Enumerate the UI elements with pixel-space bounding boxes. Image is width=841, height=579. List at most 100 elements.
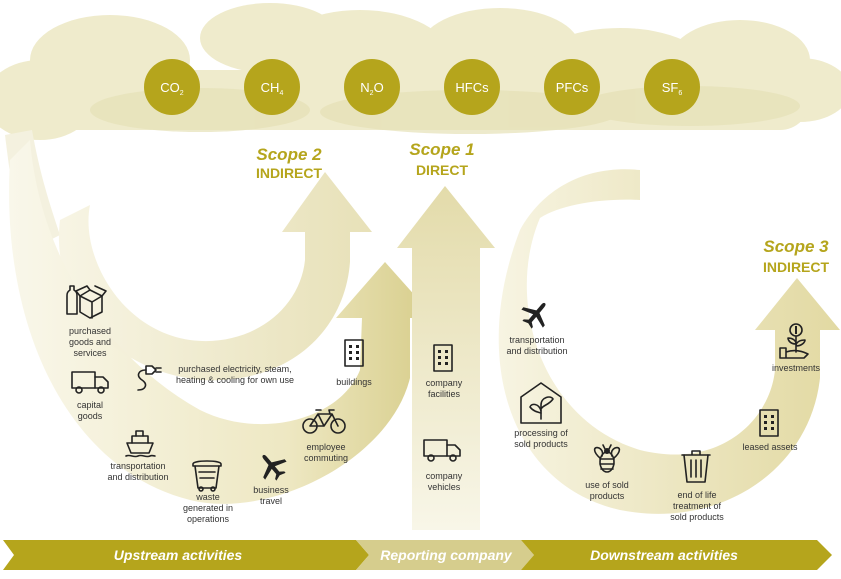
truck-icon — [71, 371, 109, 394]
gas-circle-bg — [444, 59, 500, 115]
scope1-subtitle: DIRECT — [416, 162, 469, 178]
band-downstream — [521, 540, 832, 570]
svg-text:use of sold: use of sold — [585, 480, 629, 490]
gas-label: SF6 — [662, 80, 683, 97]
label-company-facilities: company facilities — [426, 378, 463, 399]
gas-label: PFCs — [556, 80, 589, 95]
bee-icon — [593, 444, 621, 473]
band-upstream — [3, 540, 369, 570]
gas-circle: N2O — [344, 59, 400, 115]
svg-text:treatment of: treatment of — [673, 501, 722, 511]
svg-text:sold products: sold products — [514, 439, 568, 449]
building-icon — [433, 344, 453, 372]
svg-text:goods: goods — [78, 411, 103, 421]
truck-icon — [423, 439, 461, 462]
scope3-subtitle: INDIRECT — [763, 259, 830, 275]
label-end-of-life: end of life treatment of sold products — [670, 490, 724, 522]
svg-text:heating & cooling for own use: heating & cooling for own use — [176, 375, 294, 385]
svg-text:processing of: processing of — [514, 428, 568, 438]
svg-text:generated in: generated in — [183, 503, 233, 513]
svg-text:transportation: transportation — [509, 335, 564, 345]
svg-text:capital: capital — [77, 400, 103, 410]
airplane-icon — [521, 302, 546, 329]
svg-text:operations: operations — [187, 514, 230, 524]
gas-label: CO2 — [160, 80, 184, 97]
svg-text:products: products — [590, 491, 625, 501]
bottle-box-icon — [66, 285, 107, 319]
svg-text:company: company — [426, 471, 463, 481]
label-use-of-sold-products: use of sold products — [585, 480, 629, 501]
gas-label: HFCs — [455, 80, 489, 95]
band-upstream-label: Upstream activities — [114, 547, 243, 563]
label-upstream-transportation: transportation and distribution — [107, 461, 168, 482]
gas-circle-bg — [344, 59, 400, 115]
airplane-icon — [262, 454, 287, 481]
scope3-downstream-arrow — [498, 169, 840, 514]
svg-text:sold products: sold products — [670, 512, 724, 522]
svg-text:and distribution: and distribution — [506, 346, 567, 356]
band-reporting-label: Reporting company — [380, 547, 513, 563]
label-processing: processing of sold products — [514, 428, 568, 449]
label-waste: waste generated in operations — [183, 492, 233, 524]
building-icon — [344, 339, 364, 367]
svg-text:employee: employee — [306, 442, 345, 452]
svg-text:facilities: facilities — [428, 389, 461, 399]
greenhouse-icon — [520, 382, 562, 424]
gas-circle: HFCs — [444, 59, 500, 115]
svg-text:waste: waste — [195, 492, 220, 502]
gas-circle: CH4 — [244, 59, 300, 115]
scope2-arrow — [58, 172, 372, 381]
label-business-travel: business travel — [253, 485, 289, 506]
svg-text:purchased: purchased — [69, 326, 111, 336]
gas-label: N2O — [360, 80, 383, 97]
label-company-vehicles: company vehicles — [426, 471, 463, 492]
waste-bin-icon — [681, 450, 711, 483]
building-icon — [759, 409, 779, 437]
label-purchased-goods: purchased goods and services — [69, 326, 111, 358]
svg-text:business: business — [253, 485, 289, 495]
gas-circle-bg — [244, 59, 300, 115]
ship-icon — [125, 430, 156, 458]
label-leased-assets: leased assets — [742, 442, 798, 452]
band-downstream-label: Downstream activities — [590, 547, 738, 563]
money-plant-icon — [779, 323, 809, 359]
svg-text:goods and: goods and — [69, 337, 111, 347]
svg-text:services: services — [73, 348, 107, 358]
svg-text:and distribution: and distribution — [107, 472, 168, 482]
gas-label: CH4 — [261, 80, 284, 97]
scope2-title: Scope 2 — [256, 145, 322, 164]
label-investments: investments — [772, 363, 821, 373]
scope2-subtitle: INDIRECT — [256, 165, 323, 181]
gas-circle: PFCs — [544, 59, 600, 115]
svg-text:vehicles: vehicles — [428, 482, 461, 492]
gas-circle: CO2 — [144, 59, 200, 115]
svg-text:travel: travel — [260, 496, 282, 506]
plug-icon — [137, 365, 162, 391]
gas-circle-bg — [644, 59, 700, 115]
svg-text:buildings: buildings — [336, 377, 372, 387]
scope1-title: Scope 1 — [409, 140, 474, 159]
label-downstream-transportation: transportation and distribution — [506, 335, 567, 356]
gas-circle-bg — [144, 59, 200, 115]
scope3-title: Scope 3 — [763, 237, 829, 256]
label-buildings: buildings — [336, 377, 372, 387]
svg-text:commuting: commuting — [304, 453, 348, 463]
svg-text:end of life: end of life — [677, 490, 716, 500]
gas-circles: CO2 CH4 N2O HFCs PFCs SF6 — [144, 59, 700, 115]
trash-bin-icon — [192, 460, 222, 492]
svg-text:investments: investments — [772, 363, 821, 373]
label-employee-commuting: employee commuting — [304, 442, 348, 463]
gas-circle: SF6 — [644, 59, 700, 115]
bicycle-icon — [302, 409, 346, 434]
svg-text:transportation: transportation — [110, 461, 165, 471]
scope3-upstream-arrow — [9, 140, 435, 504]
svg-text:purchased electricity, steam,: purchased electricity, steam, — [178, 364, 291, 374]
label-capital-goods: capital goods — [77, 400, 103, 421]
activities-band: Upstream activities Reporting company Do… — [3, 540, 832, 570]
label-electricity: purchased electricity, steam, heating & … — [176, 364, 294, 385]
svg-text:company: company — [426, 378, 463, 388]
gas-circle-bg — [544, 59, 600, 115]
band-reporting — [356, 540, 534, 570]
svg-text:leased assets: leased assets — [742, 442, 798, 452]
